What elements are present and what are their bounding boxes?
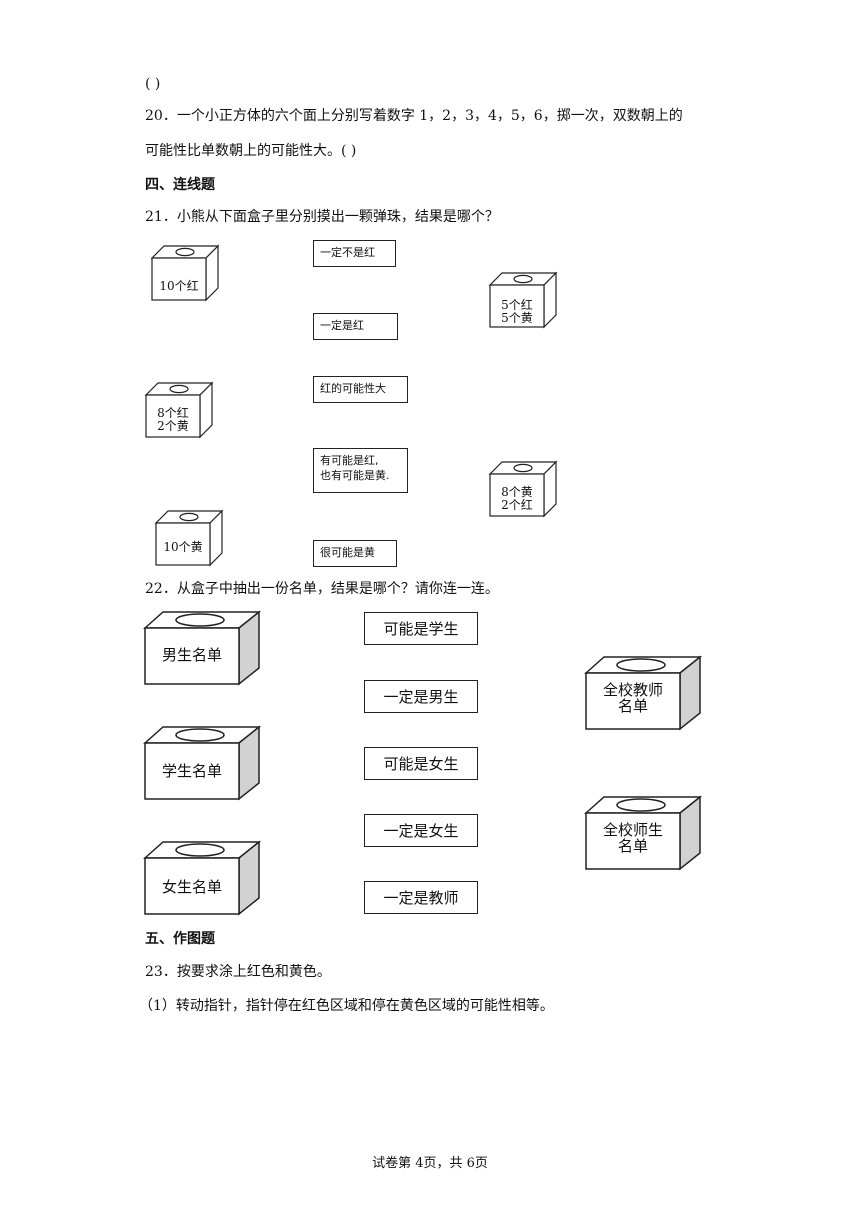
box-outline-icon	[488, 460, 558, 518]
q22-box-line: 全校教师	[602, 681, 663, 699]
q22-box-line: 名单	[617, 696, 648, 715]
q21-box-line: 8个红	[157, 406, 189, 420]
q19-answer-blank: ( )	[145, 76, 161, 92]
q21-label-red-more-likely[interactable]: 红的可能性大	[313, 376, 408, 403]
q21-box-line: 10个红	[159, 279, 199, 293]
q21-label-definitely-not-red[interactable]: 一定不是红	[313, 240, 396, 267]
q21-box-line: 2个黄	[157, 418, 189, 433]
box-outline-icon	[143, 725, 262, 801]
q22-text: 22．从盒子中抽出一份名单，结果是哪个？请你连一连。	[145, 581, 499, 597]
box-outline-icon	[143, 840, 262, 916]
q23-sub1-text: （1）转动指针，指针停在红色区域和停在黄色区域的可能性相等。	[139, 998, 554, 1014]
q20-text-line2: 可能性比单数朝上的可能性大。( )	[145, 143, 357, 159]
q21-box-line: 2个红	[501, 497, 533, 512]
q22-box-line: 女生名单	[161, 878, 222, 896]
section5-heading: 五、作图题	[145, 931, 215, 947]
q21-box-line: 5个黄	[501, 310, 533, 325]
q21-label-likely-yellow[interactable]: 很可能是黄	[313, 540, 397, 567]
q23-text: 23．按要求涂上红色和黄色。	[145, 964, 331, 980]
q22-box-line: 学生名单	[161, 762, 222, 780]
q21-box-line: 5个红	[501, 298, 533, 312]
q21-label-definitely-red[interactable]: 一定是红	[313, 313, 398, 340]
box-outline-icon	[144, 381, 214, 439]
q22-box-line: 名单	[617, 836, 648, 855]
q22-label-maybe-girl[interactable]: 可能是女生	[364, 747, 478, 780]
q21-label-line: 有可能是红,	[320, 454, 379, 467]
q22-label-definitely-girl[interactable]: 一定是女生	[364, 814, 478, 847]
page-footer: 试卷第 4页，共 6页	[372, 1156, 488, 1171]
box-outline-icon	[154, 509, 224, 567]
box-outline-icon	[143, 610, 262, 686]
q22-label-maybe-student[interactable]: 可能是学生	[364, 612, 478, 645]
q21-box-line: 8个黄	[501, 485, 533, 499]
q20-text-line1: 20．一个小正方体的六个面上分别写着数字 1，2，3，4，5，6，掷一次，双数朝…	[145, 108, 683, 124]
q21-label-maybe-red-or-yellow[interactable]: 有可能是红, 也有可能是黄.	[313, 448, 408, 493]
q22-label-definitely-teacher[interactable]: 一定是教师	[364, 881, 478, 914]
box-outline-icon	[150, 244, 220, 302]
section4-heading: 四、连线题	[145, 177, 215, 193]
q22-label-definitely-boy[interactable]: 一定是男生	[364, 680, 478, 713]
q22-box-line: 全校师生	[602, 821, 663, 839]
box-outline-icon	[584, 655, 703, 731]
q21-text: 21．小熊从下面盒子里分别摸出一颗弹珠，结果是哪个？	[145, 209, 499, 225]
q21-label-line: 也有可能是黄.	[320, 469, 390, 482]
q21-box-line: 10个黄	[163, 540, 203, 554]
q22-box-line: 男生名单	[161, 646, 222, 664]
box-outline-icon	[488, 271, 558, 329]
box-outline-icon	[584, 795, 703, 871]
